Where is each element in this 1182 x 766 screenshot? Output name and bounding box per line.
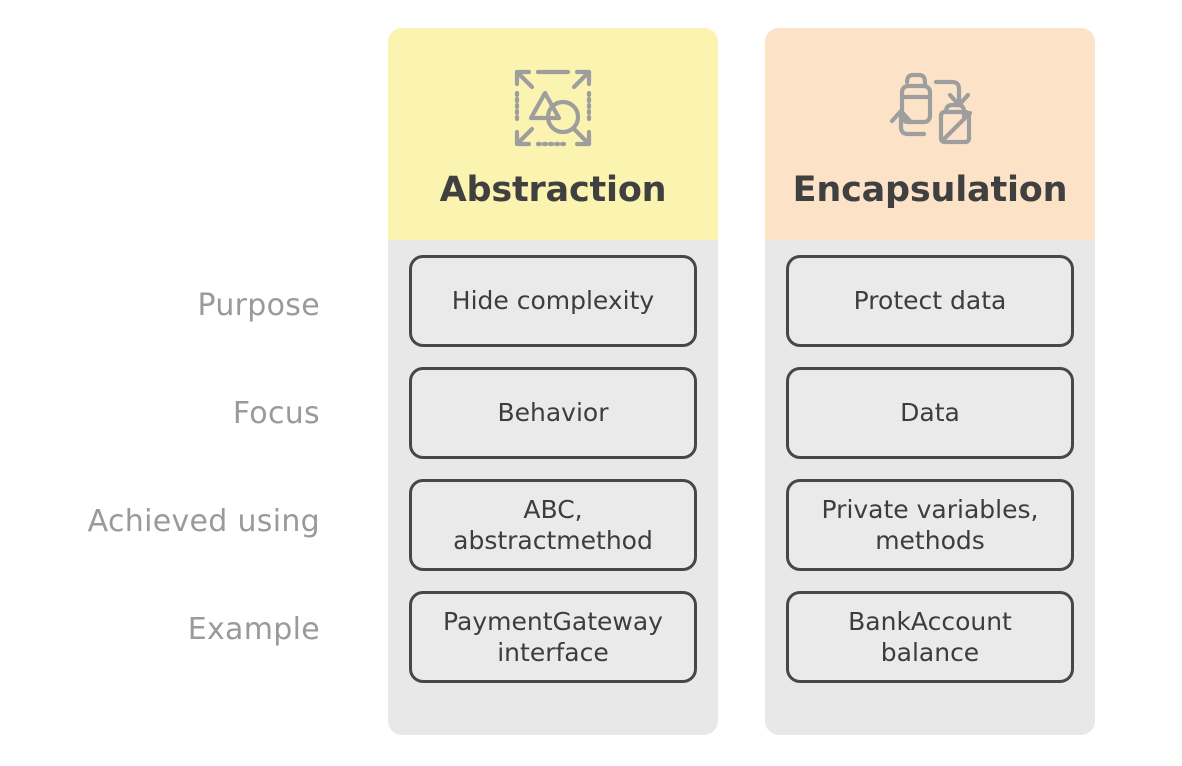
cell-text: Hide complexity <box>451 286 655 316</box>
cell-abstraction-achieved-using[interactable]: ABC,abstractmethod <box>409 479 697 571</box>
column-header-abstraction: Abstraction <box>388 28 718 240</box>
cell-abstraction-focus[interactable]: Behavior <box>409 367 697 459</box>
row-label-rail: Purpose Focus Achieved using Example <box>0 255 320 679</box>
cell-text: ABC,abstractmethod <box>453 494 653 556</box>
row-label-achieved-using: Achieved using <box>0 471 320 571</box>
cell-encapsulation-focus[interactable]: Data <box>786 367 1074 459</box>
column-body-abstraction: Hide complexity Behavior ABC,abstractmet… <box>388 240 718 683</box>
row-label-text: Purpose <box>197 287 320 323</box>
column-title: Encapsulation <box>792 170 1068 210</box>
cell-text: Data <box>900 398 960 428</box>
row-label-example: Example <box>0 579 320 679</box>
row-label-text: Focus <box>232 395 320 431</box>
cell-encapsulation-achieved-using[interactable]: Private variables,methods <box>786 479 1074 571</box>
column-abstraction: Abstraction Hide complexity Behavior ABC… <box>388 28 718 735</box>
column-title: Abstraction <box>439 170 667 210</box>
cell-encapsulation-purpose[interactable]: Protect data <box>786 255 1074 347</box>
cell-text: Protect data <box>853 286 1007 316</box>
row-label-text: Achieved using <box>87 503 320 539</box>
row-label-focus: Focus <box>0 363 320 463</box>
container-recycle-icon <box>889 72 973 145</box>
column-body-encapsulation: Protect data Data Private variables,meth… <box>765 240 1095 683</box>
column-encapsulation: Encapsulation Protect data Data Private … <box>765 28 1095 735</box>
cell-abstraction-purpose[interactable]: Hide complexity <box>409 255 697 347</box>
cell-text: Behavior <box>497 398 609 428</box>
cell-text: Private variables,methods <box>821 494 1039 556</box>
expand-shapes-icon <box>514 69 592 147</box>
row-label-text: Example <box>187 611 320 647</box>
column-header-encapsulation: Encapsulation <box>765 28 1095 240</box>
row-label-purpose: Purpose <box>0 255 320 355</box>
